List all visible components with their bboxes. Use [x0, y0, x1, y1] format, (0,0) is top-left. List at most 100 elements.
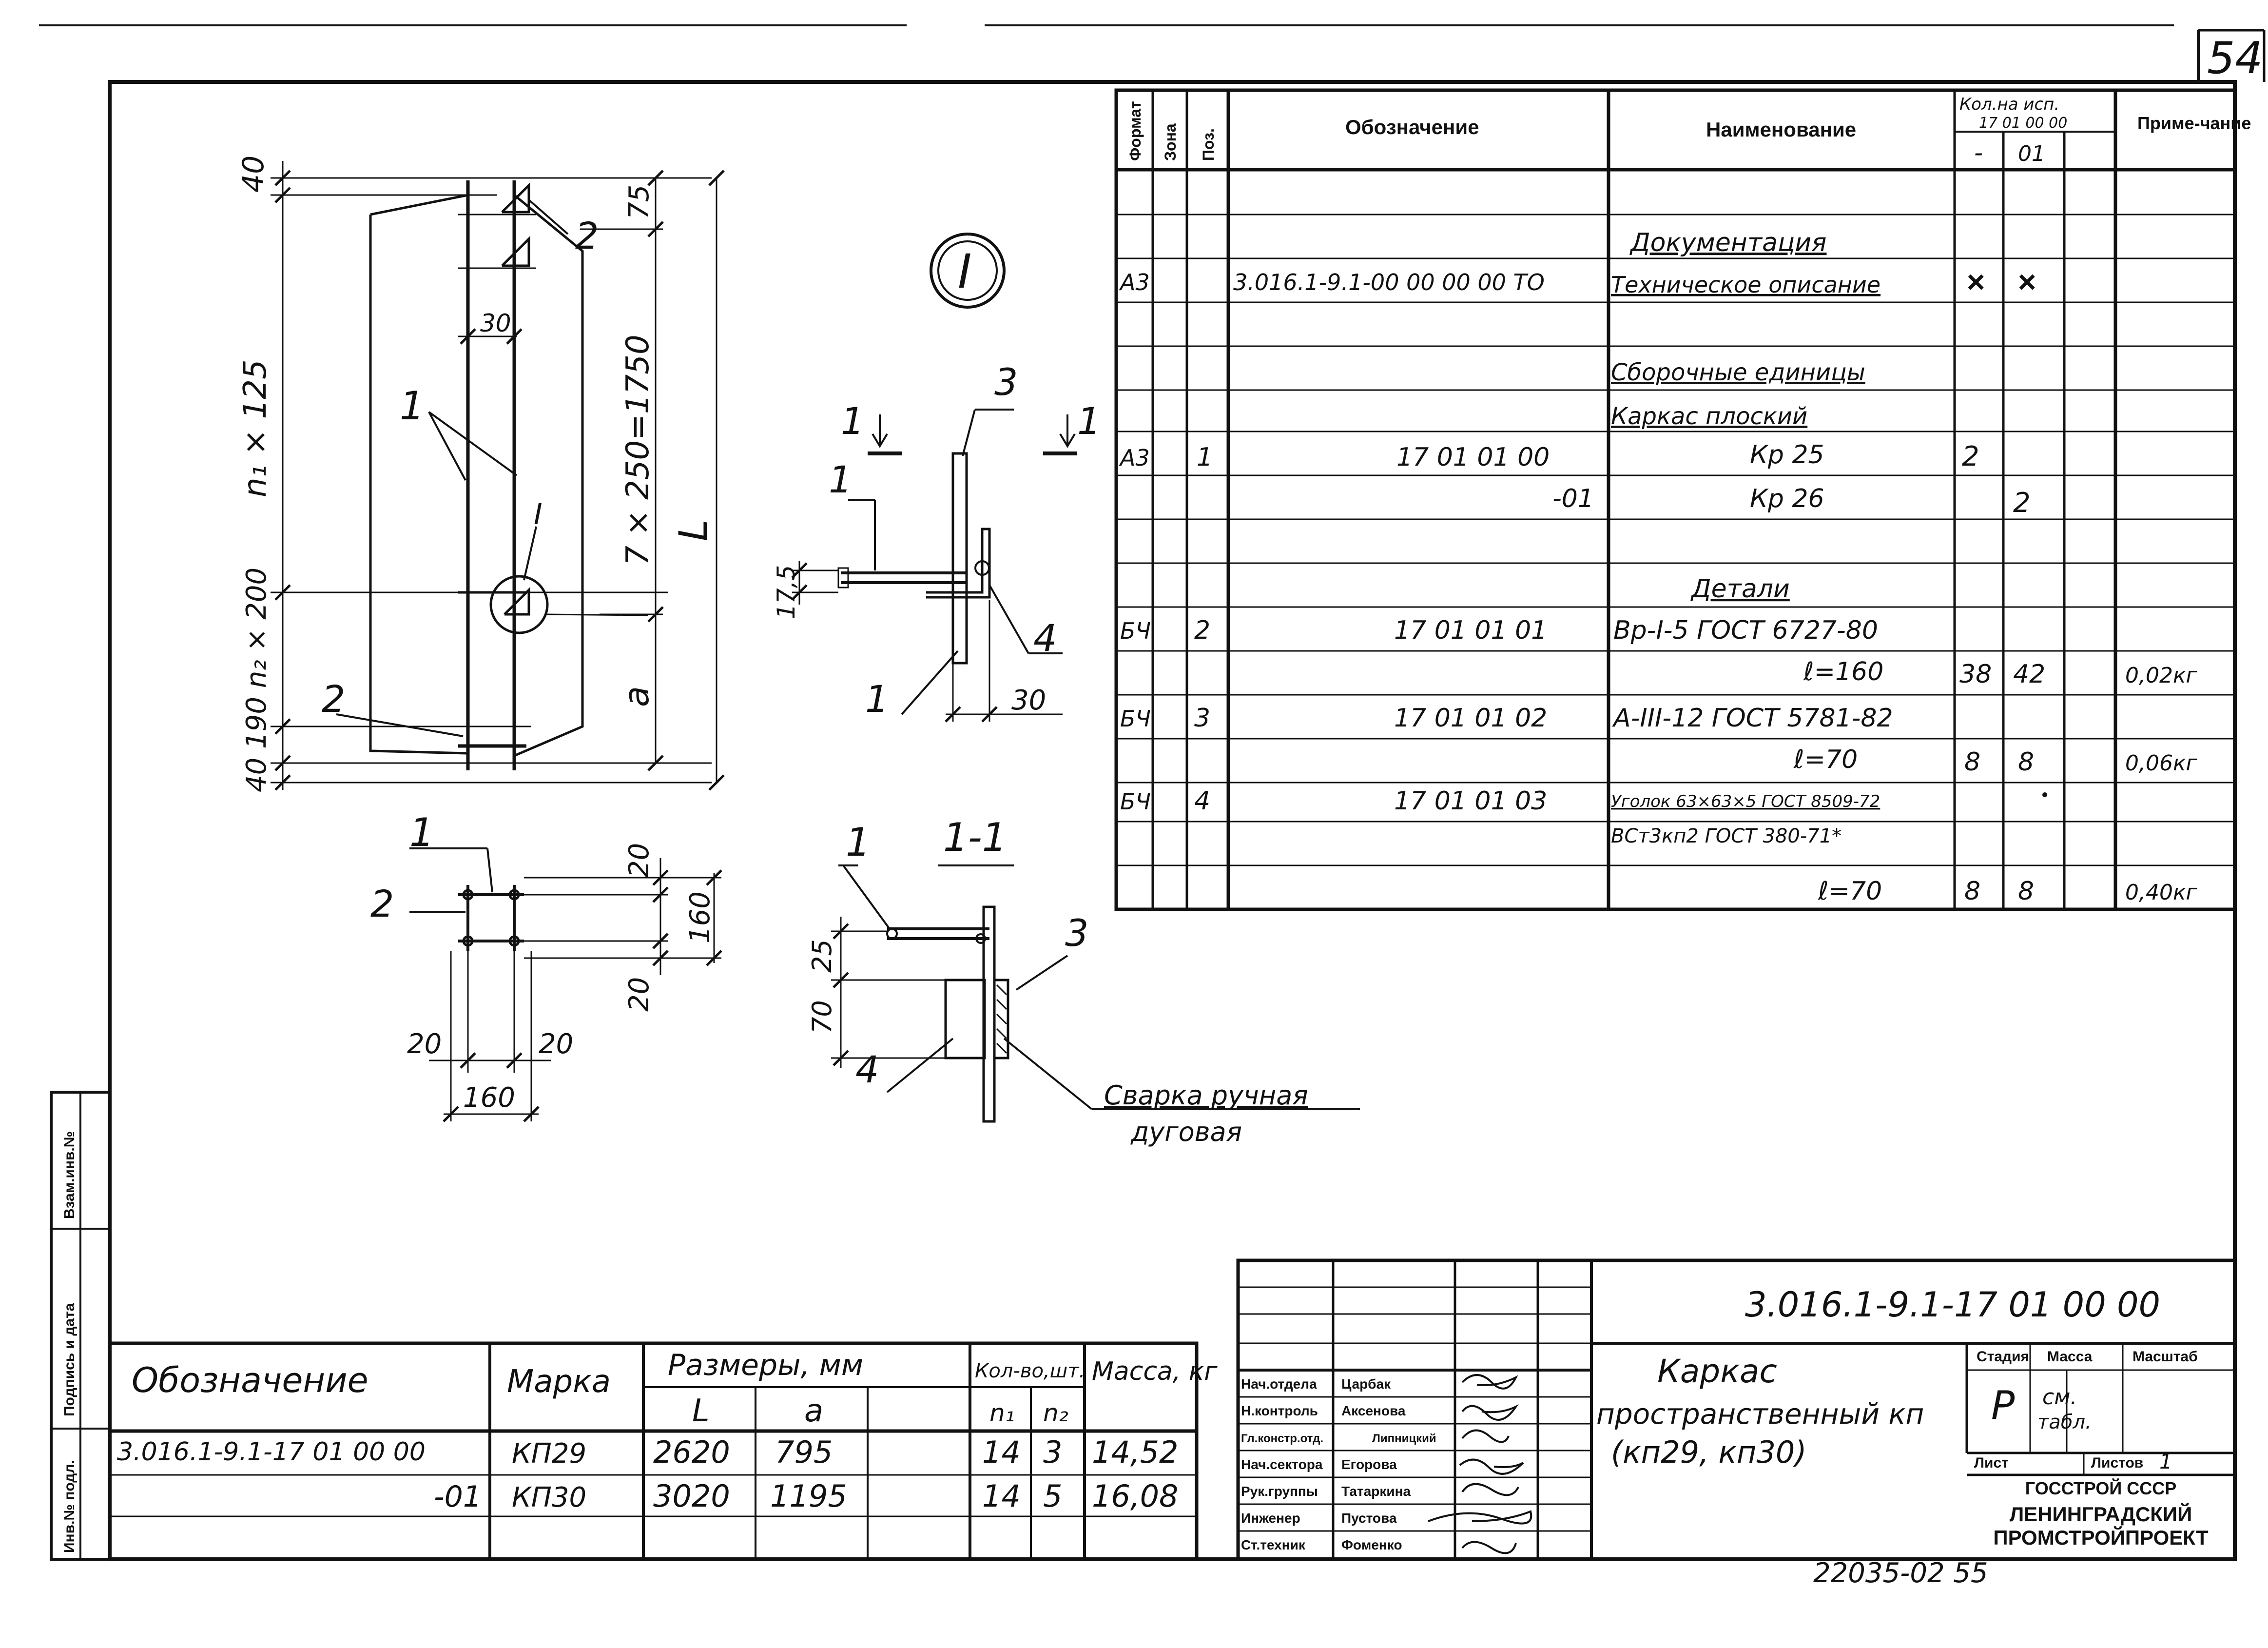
- dim-30: 30: [480, 309, 511, 337]
- org-line-2: ЛЕНИНГРАДСКИЙ: [2010, 1502, 2192, 1526]
- spec-row-qty-b: 8: [2018, 877, 2034, 906]
- dim-25: 25: [807, 939, 837, 973]
- spec-header-zone: Зона: [1162, 123, 1179, 161]
- title-block: 3.016.1-9.1-17 01 00 00 Каркас пространс…: [1236, 1258, 2237, 1561]
- spec-row-designation: -01: [1552, 484, 1594, 513]
- spec-row-name: А-III-12 ГОСТ 5781-82: [1612, 704, 1893, 733]
- spec-row-qty-a: ×: [1967, 264, 1985, 299]
- variant-row-mark: КП30: [512, 1482, 586, 1513]
- org-line-1: ГОССТРОЙ СССР: [2025, 1478, 2176, 1498]
- section-title: 1-1: [943, 815, 1007, 860]
- sign-name: Пустова: [1341, 1511, 1397, 1526]
- node-I-detail: [791, 233, 1077, 723]
- pos-label: 1: [846, 820, 871, 865]
- stage-value: Р: [1991, 1383, 2015, 1428]
- spec-row-note: 0,02кг: [2125, 663, 2198, 688]
- sign-role: Ст.техник: [1241, 1537, 1306, 1552]
- dim-20: 20: [623, 977, 655, 1012]
- section-1-1: [831, 864, 1360, 1123]
- mass-value-1: см.: [2042, 1385, 2077, 1410]
- title-line-2: пространственный кп: [1596, 1397, 1924, 1431]
- dim-7x250: 7 × 250=1750: [620, 334, 656, 566]
- spec-row-format: БЧ: [1120, 788, 1151, 815]
- dim-20: 20: [407, 1028, 442, 1060]
- page-number-box: 54: [2197, 29, 2266, 84]
- pos-label: 1: [400, 383, 425, 429]
- variant-header-dims: Размеры, мм: [668, 1348, 863, 1382]
- dim-40-top: 40: [236, 156, 271, 193]
- sign-role: Н.контроль: [1241, 1403, 1318, 1418]
- variant-header-L: L: [692, 1393, 710, 1429]
- variant-row-mass: 16,08: [1092, 1478, 1179, 1514]
- dim-160: 160: [463, 1082, 515, 1114]
- mass-label: Масса: [2047, 1349, 2093, 1365]
- pos-label: 2: [575, 214, 599, 257]
- spec-row-qty-a: 8: [1964, 747, 1980, 777]
- spec-row-name: Сборочные единицы: [1611, 359, 1865, 386]
- variant-row-designation: -01: [434, 1480, 482, 1514]
- dim-40-190: 40 190 n₂ × 200: [241, 568, 272, 792]
- sign-role: Нач.сектора: [1241, 1457, 1323, 1472]
- node-ref: I: [534, 497, 543, 531]
- spec-row-name: Детали: [1690, 574, 1790, 604]
- spec-row-qty-b: 2: [2013, 487, 2031, 519]
- title-line-3: (кп29, кп30): [1611, 1434, 1807, 1470]
- sheets-value: 1: [2159, 1450, 2172, 1473]
- pos-label: 1: [409, 810, 434, 855]
- spec-header-qty-2: 17 01 00 00: [1979, 115, 2067, 132]
- stage-label: Стадия: [1977, 1349, 2029, 1365]
- elevation-labels: 40 n₁ × 125 40 190 n₂ × 200 7 × 250=1750…: [236, 156, 716, 792]
- welding-note-1: Сварка ручная: [1104, 1080, 1308, 1111]
- variant-row-mark: КП29: [512, 1438, 586, 1470]
- variant-header-qty: Кол-во,шт.: [975, 1360, 1085, 1382]
- spec-header-note: Приме-чание: [2137, 113, 2251, 133]
- sign-name: Татаркина: [1341, 1484, 1411, 1499]
- page-number: 54: [2207, 33, 2263, 84]
- org-line-3: ПРОМСТРОЙПРОЕКТ: [1993, 1526, 2209, 1549]
- variant-row-n2: 5: [1043, 1478, 1062, 1514]
- spec-header-qty-1: Кол.на исп.: [1959, 95, 2059, 114]
- variant-row-designation: 3.016.1-9.1-17 01 00 00: [117, 1437, 426, 1467]
- dim-175: 17,5: [772, 565, 800, 619]
- spec-row-name: ℓ=160: [1803, 657, 1883, 687]
- spec-row-format: A3: [1119, 445, 1150, 471]
- variant-header-n2: n₂: [1043, 1399, 1068, 1427]
- variant-row-L: 3020: [653, 1478, 730, 1514]
- variant-row-L: 2620: [653, 1434, 730, 1470]
- pos-label: 2: [322, 677, 345, 721]
- spec-row-designation: 3.016.1-9.1-00 00 00 00 ТО: [1233, 269, 1545, 295]
- spec-row-name: Каркас плоский: [1611, 403, 1807, 430]
- sign-role: Нач.отдела: [1241, 1376, 1317, 1392]
- spec-row-note: 0,06кг: [2125, 751, 2198, 776]
- pos-label: 3: [1065, 911, 1088, 955]
- spec-row-name: Вр-I-5 ГОСТ 6727-80: [1613, 616, 1878, 645]
- spec-row-pos: 1: [1197, 443, 1213, 472]
- pos-label: 2: [370, 882, 394, 925]
- spec-row-name: ℓ=70: [1818, 877, 1882, 906]
- scale-label: Масштаб: [2132, 1349, 2198, 1365]
- spec-row-designation: 17 01 01 01: [1394, 616, 1547, 645]
- pos-label: 1: [865, 677, 889, 721]
- spec-row-name: Кр 25: [1750, 440, 1824, 470]
- spec-row-name: Уголок 63×63×5 ГОСТ 8509-72: [1611, 792, 1880, 811]
- side-label-sign: Подпись и дата: [61, 1303, 78, 1416]
- sign-name: Егорова: [1341, 1457, 1397, 1472]
- variant-header-designation: Обозначение: [132, 1360, 368, 1400]
- spec-row-qty-a: 2: [1962, 441, 1979, 472]
- spec-row-designation: 17 01 01 02: [1394, 704, 1547, 733]
- side-label-inv: Инв.№ подл.: [61, 1460, 78, 1553]
- welding-note-2: дуговая: [1130, 1117, 1242, 1147]
- spec-row-pos: 2: [1194, 616, 1210, 645]
- spec-header-designation: Обозначение: [1345, 116, 1479, 138]
- spec-row-name: ℓ=70: [1793, 745, 1858, 774]
- spec-row-format: БЧ: [1120, 618, 1151, 644]
- dim-30: 30: [1011, 685, 1046, 716]
- variant-row-n1: 14: [982, 1434, 1021, 1470]
- variant-row-a: 795: [775, 1434, 833, 1470]
- dim-L: L: [671, 519, 716, 541]
- sign-name: Липницкий: [1372, 1432, 1436, 1445]
- pos-label: 4: [855, 1048, 879, 1091]
- spec-table: Формат Зона Поз. Обозначение Наименовани…: [1114, 88, 2251, 911]
- variant-row-a: 1195: [770, 1478, 847, 1514]
